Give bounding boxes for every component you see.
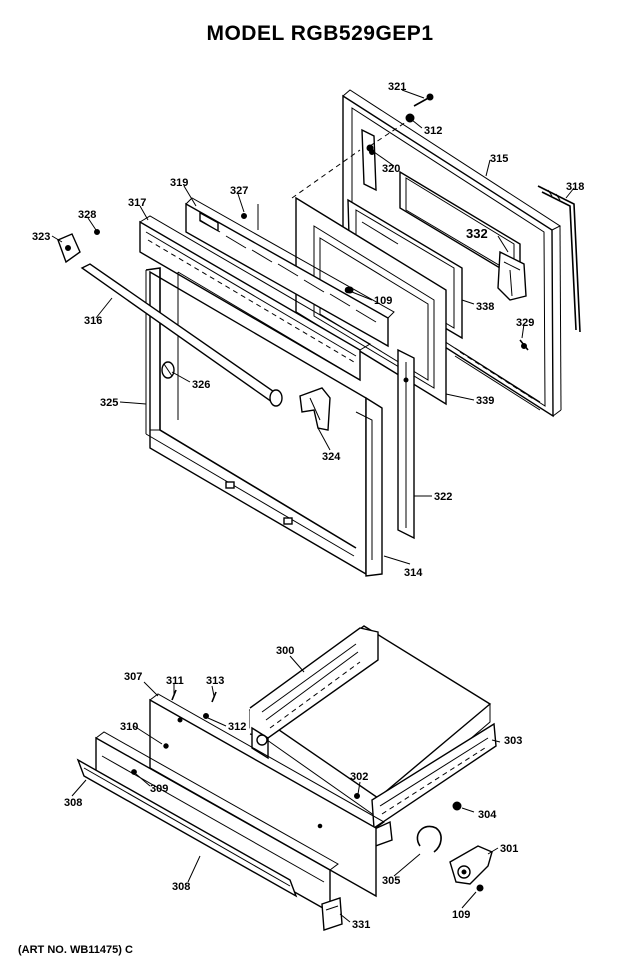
- part-310-screw: [163, 743, 169, 749]
- label-312-lower: 312: [228, 721, 246, 733]
- part-316-door-handle: [80, 263, 283, 407]
- part-328-screw: [94, 229, 100, 235]
- label-314: 314: [404, 567, 423, 579]
- label-315: 315: [490, 153, 508, 165]
- art-number: (ART NO. WB11475) C: [18, 944, 133, 956]
- label-109-lower: 109: [452, 909, 470, 921]
- label-301: 301: [500, 843, 518, 855]
- label-324: 324: [322, 451, 341, 463]
- label-309: 309: [150, 783, 168, 795]
- part-313-screw: [211, 691, 217, 703]
- part-327-clip: [241, 204, 259, 230]
- label-302: 302: [350, 771, 368, 783]
- label-307: 307: [124, 671, 142, 683]
- label-316: 316: [84, 315, 102, 327]
- label-308-left: 308: [64, 797, 82, 809]
- label-310: 310: [120, 721, 138, 733]
- part-321-screw: [413, 93, 434, 107]
- part-305-spring: [416, 825, 442, 853]
- label-328: 328: [78, 209, 96, 221]
- label-331: 331: [352, 919, 370, 931]
- part-307-drawer-inner-panel: [149, 693, 385, 898]
- label-325: 325: [100, 397, 118, 409]
- part-325-door-front-panel: [145, 267, 357, 557]
- part-302-screw: [354, 793, 360, 799]
- label-304: 304: [478, 809, 497, 821]
- label-303: 303: [504, 735, 522, 747]
- label-308-lower: 308: [172, 881, 190, 893]
- part-324-handle-bracket: [299, 387, 331, 431]
- part-300-drawer-body: [248, 625, 492, 819]
- leader-lines: [51, 89, 575, 923]
- part-109-screw-lower: [476, 884, 484, 892]
- part-301-roller-bracket: [449, 845, 493, 885]
- label-321: 321: [388, 81, 406, 93]
- part-329-screw: [519, 339, 529, 351]
- part-308-drawer-handle: [76, 758, 298, 898]
- label-329: 329: [516, 317, 534, 329]
- part-322-door-frame: [397, 348, 415, 540]
- label-327: 327: [230, 185, 248, 197]
- part-323-hinge: [57, 233, 81, 264]
- label-320: 320: [382, 163, 400, 175]
- part-304-nut: [452, 801, 462, 811]
- part-303-drawer-slide: [367, 722, 497, 849]
- part-319-vent-frame: [185, 197, 395, 348]
- label-339: 339: [476, 395, 494, 407]
- part-109-screw-upper: [344, 286, 352, 294]
- diagram-title: MODEL RGB529GEP1: [206, 22, 434, 45]
- label-311: 311: [166, 675, 184, 687]
- label-326: 326: [192, 379, 210, 391]
- label-338: 338: [476, 301, 494, 313]
- label-109-upper: 109: [374, 295, 392, 307]
- label-332: 332: [466, 226, 488, 241]
- part-326-handle-cap: [161, 361, 175, 379]
- label-305: 305: [382, 875, 400, 887]
- label-322: 322: [434, 491, 452, 503]
- part-331-drawer-bracket: [321, 897, 343, 931]
- label-317: 317: [128, 197, 146, 209]
- label-313: 313: [206, 675, 224, 687]
- part-320-screw: [369, 149, 375, 155]
- label-300: 300: [276, 645, 294, 657]
- part-315-inner-door-panel: [342, 89, 562, 418]
- label-312-upper: 312: [424, 125, 442, 137]
- part-318-door-gasket: [537, 185, 581, 333]
- part-labels: 321 312 320 315 318 319 317 327 328 323 …: [32, 81, 584, 931]
- label-319: 319: [170, 177, 188, 189]
- label-323: 323: [32, 231, 50, 243]
- label-318: 318: [566, 181, 584, 193]
